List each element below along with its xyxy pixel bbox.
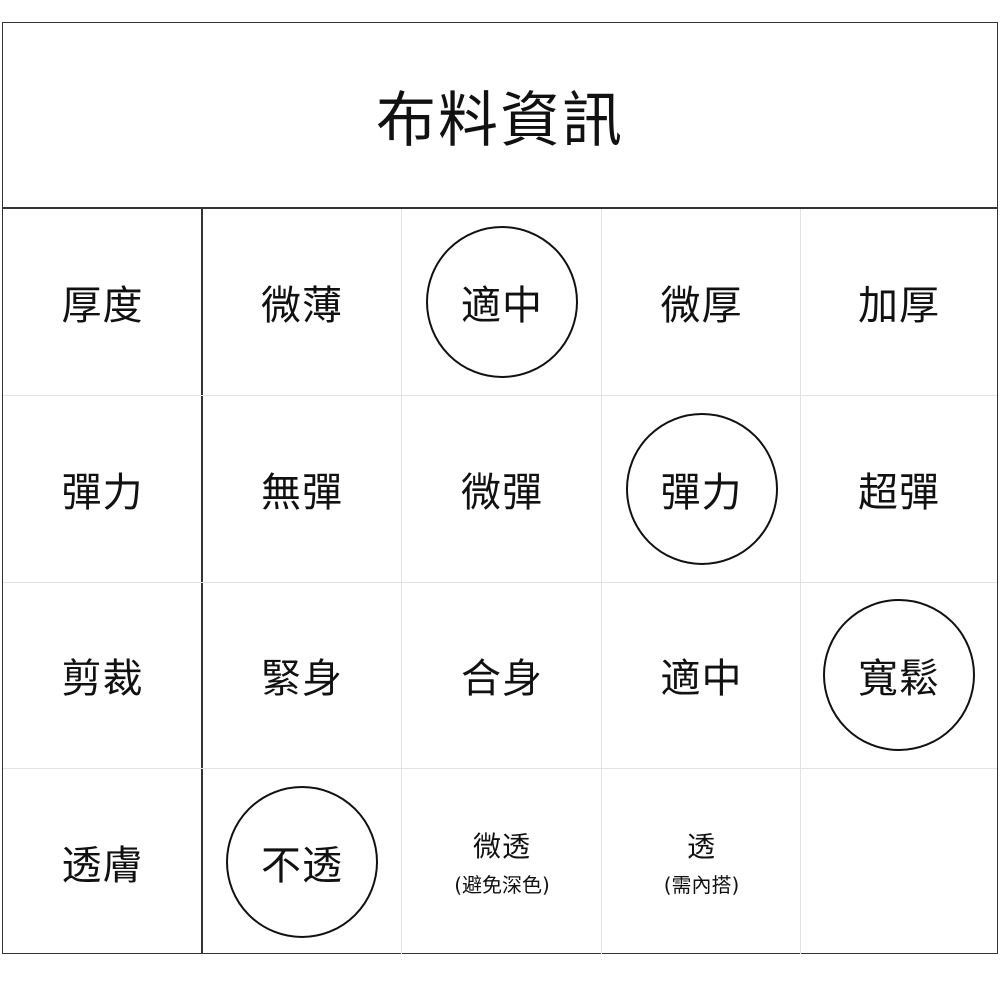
column-divider (601, 209, 602, 954)
selected-circle-marker (426, 226, 578, 379)
option-cell-selected[interactable]: 寬鬆 (801, 582, 997, 769)
option-cell-selected[interactable]: 適中 (402, 209, 602, 396)
option-cell[interactable]: 微薄 (202, 209, 402, 396)
option-cell[interactable]: 緊身 (202, 582, 402, 769)
row-label-cell: 剪裁 (3, 582, 202, 769)
row-label-cell: 厚度 (3, 209, 202, 396)
title-header: 布料資訊 (3, 23, 997, 209)
row-label-cell: 透膚 (3, 769, 202, 956)
option-label: 彈力 (660, 469, 743, 516)
option-cell[interactable]: 微彈 (402, 396, 602, 583)
fabric-info-table: 布料資訊 厚度 微薄 適中 微厚 加厚 (2, 22, 998, 954)
column-divider (401, 209, 402, 954)
empty-cell (801, 769, 997, 956)
option-cell[interactable]: 加厚 (801, 209, 997, 396)
row-label: 厚度 (61, 283, 144, 330)
attribute-grid: 厚度 微薄 適中 微厚 加厚 彈力 無彈 (3, 209, 997, 954)
row-label: 透膚 (61, 842, 144, 889)
selected-circle-marker (625, 412, 778, 565)
row-sheerness: 透膚 不透 微透 (避免深色) 透 (需內搭) (3, 769, 997, 956)
option-label: 適中 (660, 656, 743, 703)
row-label-cell: 彈力 (3, 396, 202, 583)
option-label: 加厚 (858, 283, 940, 330)
row-label: 剪裁 (61, 656, 144, 703)
option-cell[interactable]: 合身 (402, 582, 602, 769)
option-label: 微彈 (461, 469, 543, 516)
option-label: 適中 (461, 283, 543, 330)
column-divider (800, 209, 801, 954)
option-cell[interactable]: 微透 (避免深色) (402, 769, 602, 956)
option-note: (需內搭) (663, 873, 740, 898)
option-cell[interactable]: 透 (需內搭) (602, 769, 801, 956)
option-label: 超彈 (858, 469, 940, 516)
selected-circle-marker (823, 599, 975, 752)
row-divider (3, 768, 997, 769)
row-divider (3, 395, 997, 396)
option-cell-selected[interactable]: 不透 (202, 769, 402, 956)
row-divider (3, 582, 997, 583)
selected-circle-marker (226, 785, 378, 938)
option-label: 寬鬆 (858, 656, 940, 703)
row-label: 彈力 (61, 469, 144, 516)
option-cell[interactable]: 適中 (602, 582, 801, 769)
option-label: 微厚 (660, 283, 743, 330)
option-label: 透 (686, 830, 716, 864)
option-label: 微薄 (261, 283, 343, 330)
option-cell[interactable]: 無彈 (202, 396, 402, 583)
option-label: 不透 (261, 842, 343, 889)
row-elasticity: 彈力 無彈 微彈 彈力 超彈 (3, 396, 997, 583)
option-label: 微透 (472, 830, 531, 864)
row-cut: 剪裁 緊身 合身 適中 寬鬆 (3, 582, 997, 769)
option-label: 合身 (461, 656, 543, 703)
page-title: 布料資訊 (376, 85, 624, 156)
label-column-divider (201, 209, 203, 954)
option-label: 無彈 (261, 469, 343, 516)
option-note: (避免深色) (454, 873, 550, 898)
option-cell[interactable]: 超彈 (801, 396, 997, 583)
option-cell-selected[interactable]: 彈力 (602, 396, 801, 583)
row-thickness: 厚度 微薄 適中 微厚 加厚 (3, 209, 997, 396)
option-label: 緊身 (261, 656, 343, 703)
option-cell[interactable]: 微厚 (602, 209, 801, 396)
